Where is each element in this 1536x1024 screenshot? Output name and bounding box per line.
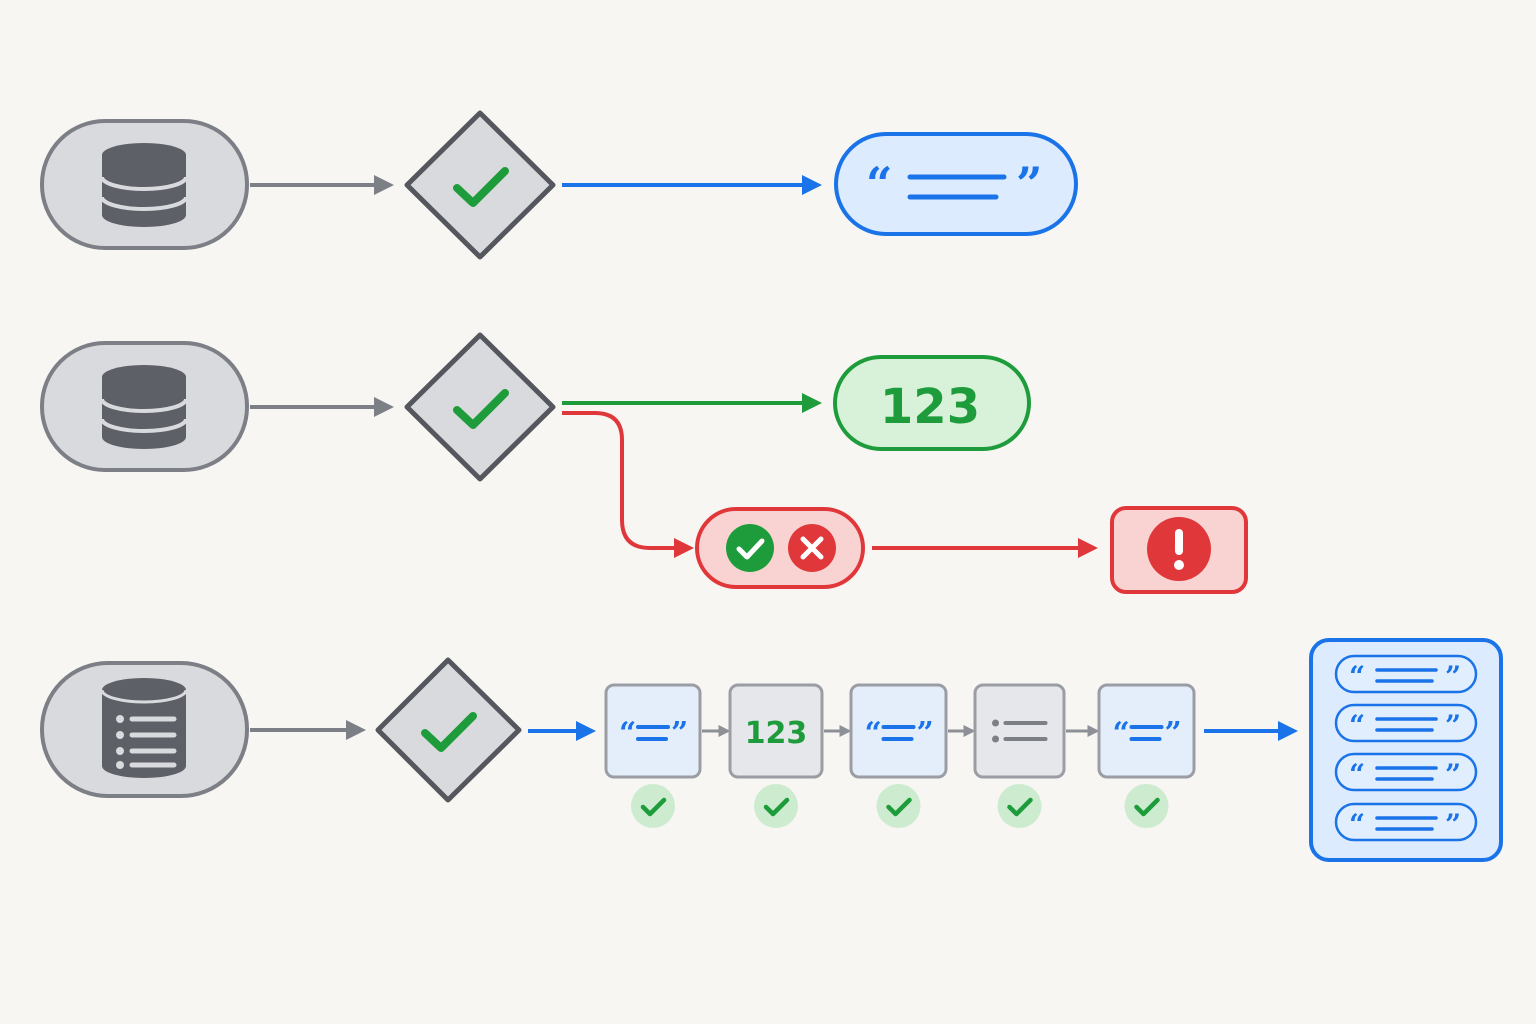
result-item: “” [1334,752,1478,792]
database-icon [100,365,188,449]
svg-text:“: “ [865,716,882,751]
step-number-label: 123 [745,716,808,751]
step-quote-node: “” [1097,683,1196,828]
row-1: “ ” [40,110,1078,260]
svg-text:“: “ [1349,808,1365,841]
validation-diamond [375,657,522,803]
check-badge-icon [876,784,921,828]
quote-text-icon: “” [1349,660,1461,693]
svg-text:“: “ [1349,758,1365,791]
result-item: “” [1334,654,1478,694]
validation-diamond [404,110,556,260]
step-quote-node: “” [849,683,948,828]
database-node [40,341,249,472]
step-box [849,683,948,779]
svg-text:”: ” [671,716,688,751]
check-badge-icon [1124,784,1169,828]
number-output-node: 123 [833,355,1031,451]
step-box [728,683,824,779]
svg-text:“: “ [866,157,892,211]
check-badge-icon [754,784,798,828]
arrow-check-to-validation-result [562,411,694,558]
validation-diamond [404,332,556,482]
svg-text:“: “ [1349,660,1365,693]
text-output-node: “ ” [834,132,1078,236]
step-box [1097,683,1196,779]
list-icon [992,719,1048,743]
number-output-label: 123 [880,379,980,435]
results-list-node: “”“”“”“” [1309,638,1503,862]
step-box [973,683,1066,779]
quote-text-icon: “ ” [866,157,1042,211]
check-circle-icon [726,524,774,572]
step-quote-node: “” [604,683,702,828]
quote-text-icon: “” [1349,808,1461,841]
quote-text-icon: “” [1349,709,1461,742]
check-badge-icon [997,784,1042,828]
svg-text:”: ” [1165,716,1182,751]
result-item: “” [1334,802,1478,842]
svg-text:“: “ [1349,709,1365,742]
svg-text:”: ” [917,716,934,751]
exclamation-icon [1147,517,1211,581]
row-2: 123 [40,332,1248,594]
quote-text-icon: “” [865,716,934,751]
quote-text-icon: “” [619,716,688,751]
database-node [40,119,249,250]
svg-text:”: ” [1445,709,1461,742]
step-chain: “”123“”“” [604,683,1196,828]
database-node [40,661,249,798]
step-list-node [973,683,1066,828]
svg-text:”: ” [1445,660,1461,693]
cross-circle-icon [788,524,836,572]
svg-text:”: ” [1016,157,1042,211]
check-icon [421,712,477,752]
quote-text-icon: “” [1113,716,1182,751]
validation-result-node [695,507,865,589]
step-number-node: 123 [728,683,824,828]
database-icon [100,143,188,227]
svg-text:“: “ [619,716,636,751]
step-box [604,683,702,779]
result-item: “” [1334,703,1478,743]
svg-text:“: “ [1113,716,1130,751]
svg-text:”: ” [1445,758,1461,791]
database-list-icon [100,678,188,778]
results-items: “”“”“”“” [1334,654,1478,842]
check-badge-icon [631,784,675,828]
svg-text:”: ” [1445,808,1461,841]
check-icon [453,389,509,429]
check-icon [453,167,509,207]
error-node [1110,506,1248,594]
quote-text-icon: “” [1349,758,1461,791]
row-3: “”123“”“” “”“”“”“” [40,638,1503,862]
